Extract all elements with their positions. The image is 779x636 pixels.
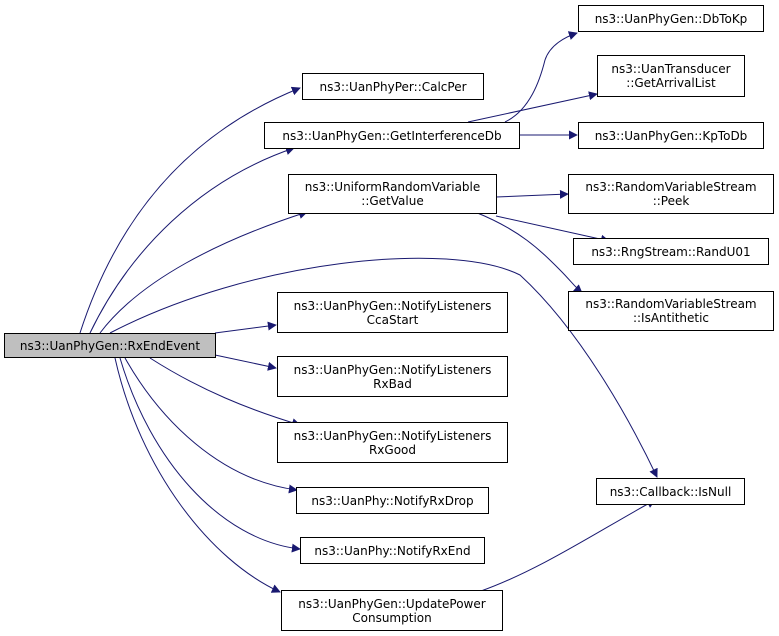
edge-getinterference-dbtokp [504,31,578,123]
edge-rxend-getvalue [99,210,308,334]
node-notify-rx-good-line1: ns3::UanPhyGen::NotifyListeners [293,428,492,443]
node-db-to-kp-label: ns3::UanPhyGen::DbToKp [594,11,748,26]
node-get-arrival-list-line2: ::GetArrivalList [626,76,716,90]
node-notify-rx-good[interactable]: ns3::UanPhyGen::NotifyListeners RxGood [277,422,508,463]
node-get-value[interactable]: ns3::UniformRandomVariable ::GetValue [288,174,497,214]
edge-rxend-ccastart [214,321,277,334]
edge-rxend-isnull [109,257,658,478]
edge-rxend-rxend [119,357,301,553]
node-is-null[interactable]: ns3::Callback::IsNull [596,478,745,505]
node-notify-cca-start-line2: CcaStart [366,312,419,327]
node-notify-rx-bad[interactable]: ns3::UanPhyGen::NotifyListeners RxBad [277,356,508,397]
edge-getinterference-arrivallist [467,91,598,123]
node-update-power-line2: Consumption [352,610,432,625]
edge-rxend-getinterference [89,146,295,334]
edge-rxend-updatepower [114,357,281,593]
node-get-interference-db-label: ns3::UanPhyGen::GetInterferenceDb [282,128,502,143]
node-kp-to-db-label: ns3::UanPhyGen::KpToDb [594,128,748,143]
node-get-arrival-list[interactable]: ns3::UanTransducer ::GetArrivalList [597,55,745,97]
node-notify-rx-bad-line1: ns3::UanPhyGen::NotifyListeners [293,362,492,377]
node-rand-u01-label: ns3::RngStream::RandU01 [591,244,751,259]
node-kp-to-db[interactable]: ns3::UanPhyGen::KpToDb [578,122,764,149]
node-rx-end-event-label: ns3::UanPhyGen::RxEndEvent [19,338,201,353]
edge-rxend-rxgood [149,357,301,427]
node-rx-end-event[interactable]: ns3::UanPhyGen::RxEndEvent [4,333,216,358]
node-db-to-kp[interactable]: ns3::UanPhyGen::DbToKp [578,5,764,32]
node-update-power-consumption[interactable]: ns3::UanPhyGen::UpdatePower Consumption [281,590,503,631]
node-peek-line1: ns3::RandomVariableStream [585,180,757,194]
node-notify-rx-bad-line2: RxBad [373,376,412,391]
node-notify-cca-start-line1: ns3::UanPhyGen::NotifyListeners [293,298,492,313]
node-get-value-line1: ns3::UniformRandomVariable [304,180,481,194]
node-peek-line2: ::Peek [652,194,690,208]
node-notify-rx-end-label: ns3::UanPhy::NotifyRxEnd [314,543,471,558]
edge-rxend-calcper [79,86,301,334]
node-notify-rx-end[interactable]: ns3::UanPhy::NotifyRxEnd [300,537,485,564]
node-is-antithetic-line2: ::IsAntithetic [632,311,710,325]
edge-getvalue-randu01 [495,215,610,244]
node-get-value-line2: ::GetValue [361,194,424,208]
node-is-antithetic[interactable]: ns3::RandomVariableStream ::IsAntithetic [568,291,774,331]
edge-rxend-rxdrop [124,357,298,494]
node-is-antithetic-line1: ns3::RandomVariableStream [585,297,757,311]
node-calc-per-label: ns3::UanPhyPer::CalcPer [319,79,467,94]
node-get-arrival-list-line1: ns3::UanTransducer [611,62,731,76]
node-notify-rx-good-line2: RxGood [368,442,417,457]
edge-updatepower-isnull [480,499,656,592]
node-notify-rx-drop[interactable]: ns3::UanPhy::NotifyRxDrop [296,487,489,514]
node-update-power-line1: ns3::UanPhyGen::UpdatePower [298,596,486,611]
node-notify-rx-drop-label: ns3::UanPhy::NotifyRxDrop [311,493,474,508]
edge-getvalue-peek [495,189,569,199]
node-rand-u01[interactable]: ns3::RngStream::RandU01 [573,238,769,265]
node-notify-cca-start[interactable]: ns3::UanPhyGen::NotifyListeners CcaStart [277,292,508,333]
edge-getvalue-isantithetic [474,211,583,294]
node-is-null-label: ns3::Callback::IsNull [609,484,732,499]
node-calc-per[interactable]: ns3::UanPhyPer::CalcPer [302,73,484,100]
node-get-interference-db[interactable]: ns3::UanPhyGen::GetInterferenceDb [264,122,520,149]
edge-rxend-rxbad [214,354,277,371]
node-peek[interactable]: ns3::RandomVariableStream ::Peek [568,174,774,214]
